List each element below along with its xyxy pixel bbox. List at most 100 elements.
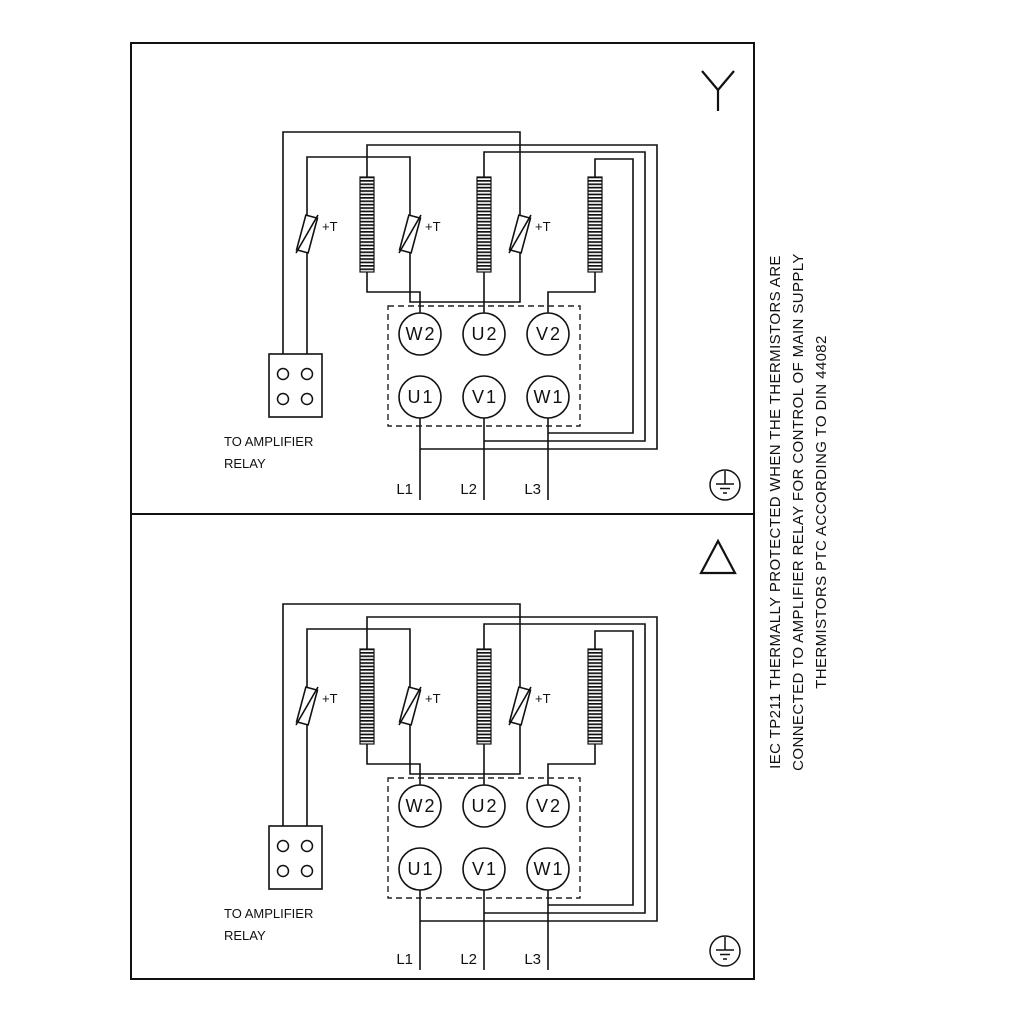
thermistor-icon <box>295 686 319 726</box>
side-note-line3: THERMISTORS PTC ACCORDING TO DIN 44082 <box>813 335 830 689</box>
relay-connector <box>268 353 323 418</box>
relay-pin <box>276 367 290 381</box>
relay-pin <box>276 864 290 878</box>
relay-caption-line1: TO AMPLIFIER <box>224 434 313 449</box>
thermistor-icon <box>398 686 422 726</box>
terminal-w1 <box>526 375 570 419</box>
relay-pin <box>276 392 290 406</box>
wire <box>366 272 421 314</box>
wire <box>306 156 411 216</box>
relay-caption-line2: RELAY <box>224 456 266 471</box>
motor-winding-icon <box>359 176 375 273</box>
terminal-u2 <box>462 312 506 356</box>
wire <box>547 744 596 786</box>
earth-ground-icon <box>709 469 741 501</box>
terminal-label-v2: V2 <box>536 324 562 344</box>
thermistor-label: +T <box>425 691 441 706</box>
terminal-w1 <box>526 847 570 891</box>
terminal-label-w1: W1 <box>534 859 565 879</box>
motor-windings <box>359 176 603 273</box>
relay-pin <box>300 367 314 381</box>
wiring <box>282 131 658 500</box>
star-connection-panel: +T +T +T TO AMPLIFIER RELAY W2 U2 V2 U1 … <box>224 70 741 501</box>
delta-connection-panel: +T +T +T TO AMPLIFIER RELAY W2 U2 V2 U1 … <box>224 538 741 970</box>
panel-divider <box>130 513 755 515</box>
wire <box>483 151 646 442</box>
thermistor-label: +T <box>425 219 441 234</box>
motor-winding-icon <box>587 176 603 273</box>
wire <box>548 158 634 434</box>
terminal-v1 <box>462 375 506 419</box>
supply-label-l1: L1 <box>396 951 413 968</box>
relay-connector <box>268 825 323 890</box>
wire <box>366 744 421 786</box>
star-connection-icon <box>701 70 735 111</box>
terminal-label-u1: U1 <box>407 859 434 879</box>
thermistor-icon <box>295 214 319 254</box>
wire <box>548 630 634 906</box>
thermistor-label: +T <box>535 691 551 706</box>
relay-pin <box>300 864 314 878</box>
terminal-board <box>398 312 570 419</box>
side-note-line1: IEC TP211 THERMALLY PROTECTED WHEN THE T… <box>767 255 784 769</box>
relay-box <box>268 825 323 890</box>
terminal-label-w1: W1 <box>534 387 565 407</box>
supply-label-l3: L3 <box>524 481 541 498</box>
terminal-u1 <box>398 375 442 419</box>
wire <box>366 616 658 922</box>
wire <box>409 252 521 303</box>
terminal-v1 <box>462 847 506 891</box>
terminal-label-u1: U1 <box>407 387 434 407</box>
relay-caption-line1: TO AMPLIFIER <box>224 906 313 921</box>
thermistor-label: +T <box>535 219 551 234</box>
terminal-w2 <box>398 312 442 356</box>
wire <box>409 724 521 775</box>
wire <box>547 272 596 314</box>
motor-windings <box>359 648 603 745</box>
wire <box>306 628 411 688</box>
side-note: IEC TP211 THERMALLY PROTECTED WHEN THE T… <box>764 52 836 972</box>
motor-winding-icon <box>476 648 492 745</box>
thermistors <box>295 214 532 254</box>
terminal-label-u2: U2 <box>471 796 498 816</box>
relay-caption-line2: RELAY <box>224 928 266 943</box>
terminal-v2 <box>526 312 570 356</box>
wire <box>483 623 646 914</box>
wire <box>366 144 658 450</box>
motor-winding-icon <box>587 648 603 745</box>
thermistor-icon <box>508 686 532 726</box>
relay-box <box>268 353 323 418</box>
terminal-board-outline <box>387 777 581 899</box>
diagram-frame <box>130 42 755 980</box>
terminal-label-u2: U2 <box>471 324 498 344</box>
terminal-label-w2: W2 <box>406 324 437 344</box>
thermistor-label: +T <box>322 691 338 706</box>
motor-winding-icon <box>476 176 492 273</box>
side-note-line2: CONNECTED TO AMPLIFIER RELAY FOR CONTROL… <box>790 253 807 771</box>
wiring <box>282 603 658 970</box>
thermistor-icon <box>398 214 422 254</box>
relay-pin <box>300 839 314 853</box>
terminal-u1 <box>398 847 442 891</box>
earth-ground-icon <box>709 935 741 967</box>
delta-connection-icon <box>699 538 737 575</box>
terminal-label-v1: V1 <box>472 387 498 407</box>
supply-label-l3: L3 <box>524 951 541 968</box>
thermistor-label: +T <box>322 219 338 234</box>
terminal-board-outline <box>387 305 581 427</box>
thermistors <box>295 686 532 726</box>
terminal-label-w2: W2 <box>406 796 437 816</box>
supply-label-l1: L1 <box>396 481 413 498</box>
terminal-w2 <box>398 784 442 828</box>
relay-pin <box>300 392 314 406</box>
terminal-v2 <box>526 784 570 828</box>
terminal-u2 <box>462 784 506 828</box>
relay-pin <box>276 839 290 853</box>
motor-winding-icon <box>359 648 375 745</box>
wire <box>282 131 521 368</box>
thermistor-icon <box>508 214 532 254</box>
supply-label-l2: L2 <box>460 951 477 968</box>
wire <box>282 603 521 840</box>
supply-label-l2: L2 <box>460 481 477 498</box>
